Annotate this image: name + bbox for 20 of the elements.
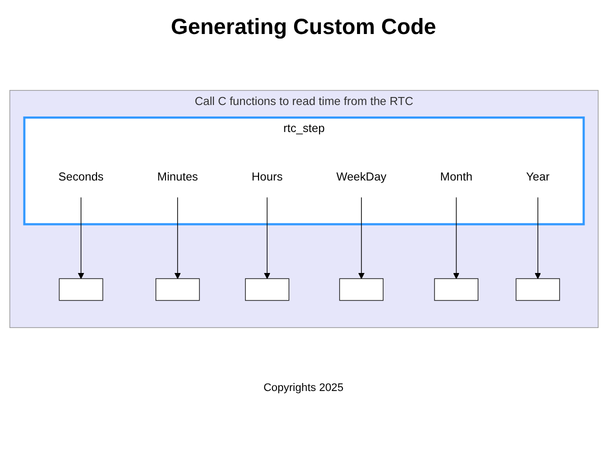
node-box (244, 278, 289, 302)
title: Generating Custom Code (170, 14, 438, 40)
node-box (515, 278, 560, 302)
node-text: Month (440, 171, 472, 184)
node-text: WeekDay (336, 171, 386, 184)
arrow (263, 197, 270, 280)
node-box (58, 278, 103, 302)
arrow (358, 197, 364, 280)
arrow (452, 197, 459, 280)
arrow (534, 197, 541, 280)
arrow (174, 197, 180, 280)
node-text: Minutes (156, 171, 198, 184)
arrow (77, 197, 84, 280)
node-text: Year (526, 171, 550, 184)
node-box (434, 278, 478, 302)
node-text: Seconds (58, 171, 104, 184)
node-text: Hours (251, 171, 282, 184)
footer-note: Copyrights 2025 (262, 382, 345, 394)
node-box (155, 278, 200, 302)
node-box (338, 278, 384, 302)
